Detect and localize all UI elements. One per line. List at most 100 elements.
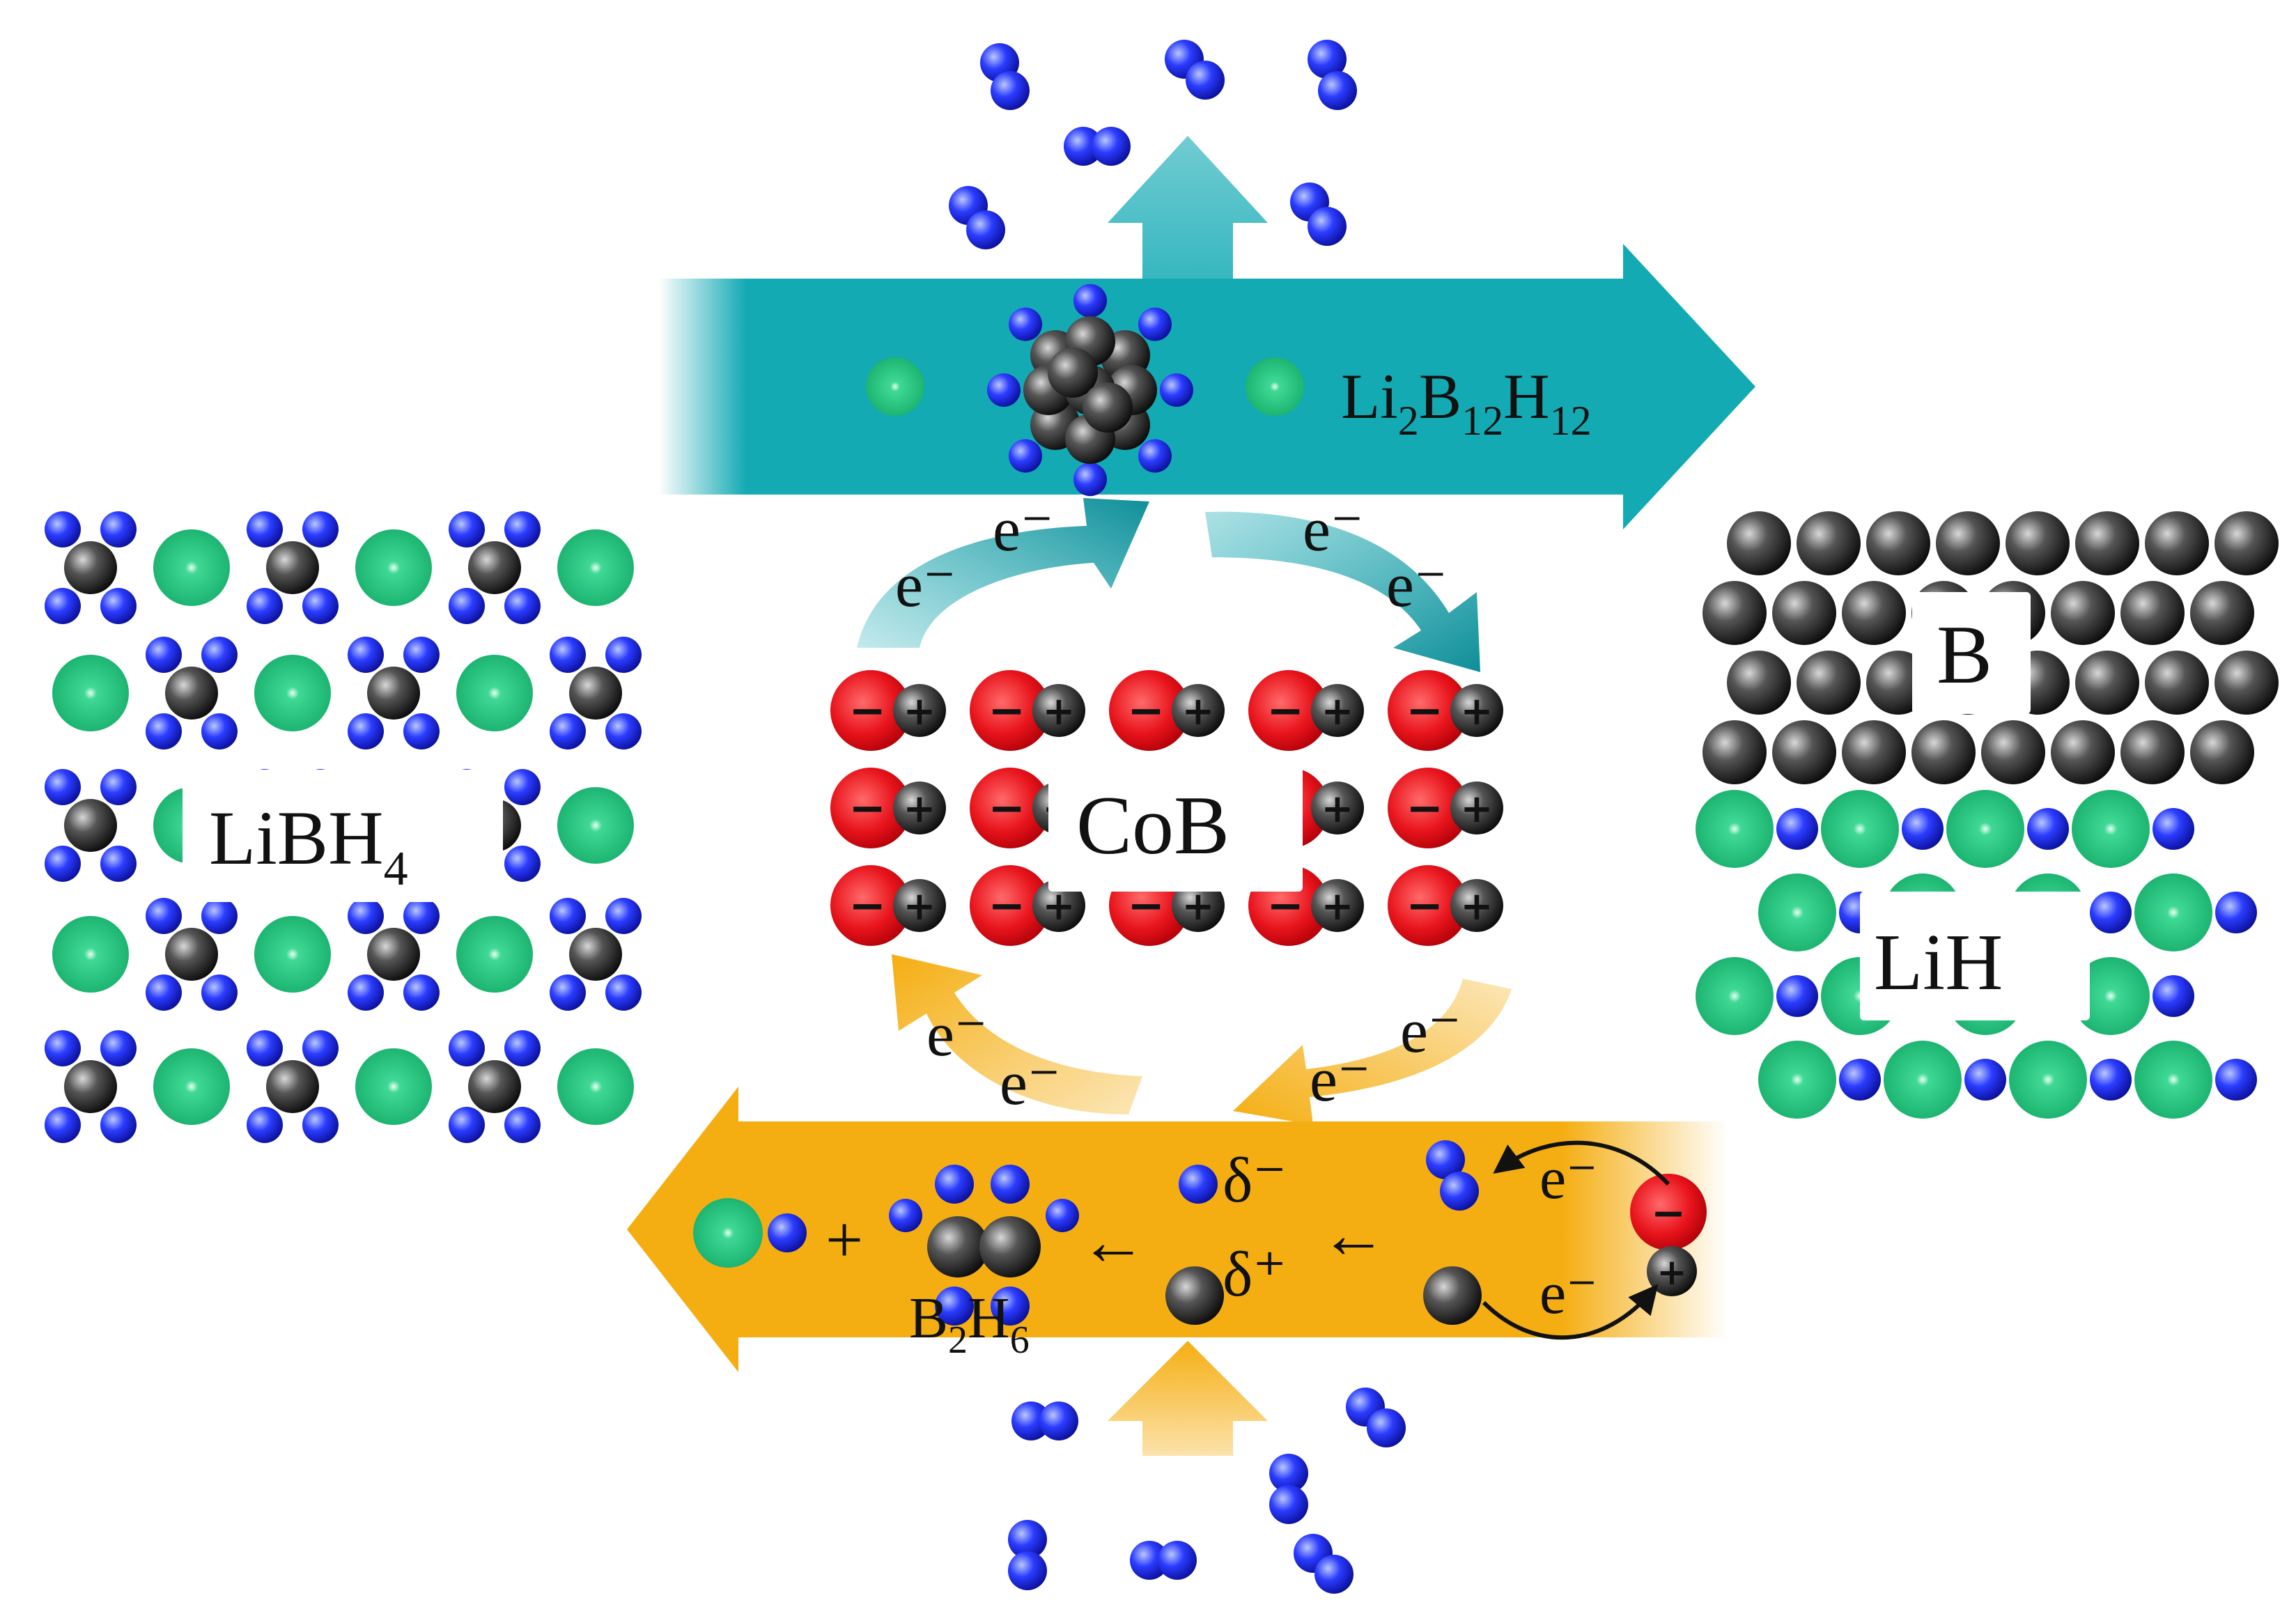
boron-atom-icon <box>1727 651 1791 715</box>
boron-atom-icon <box>2120 720 2185 784</box>
lithium-atom-icon <box>1946 790 2024 868</box>
boron-atom-icon <box>2075 651 2139 715</box>
hydrogen-atom-icon <box>201 637 238 673</box>
hydrogen-atom-icon <box>1046 1199 1079 1232</box>
lithium-atom-icon <box>2134 1041 2212 1119</box>
hydrogen-atom-icon <box>201 713 238 749</box>
lithium-atom-icon <box>557 1048 634 1125</box>
boron-atom-icon <box>266 1060 319 1113</box>
hydrogen-atom-icon <box>100 769 137 805</box>
hydrogen-atom-icon <box>1008 1520 1047 1559</box>
hydrogen-atom-icon <box>550 898 586 934</box>
hydrogen-atom-icon <box>449 511 485 547</box>
hydrogen-atom-icon <box>100 1030 137 1066</box>
boron-atom-icon <box>1647 1246 1697 1296</box>
lithium-atom-icon <box>2009 1041 2087 1119</box>
minus-sign: − <box>988 685 1025 737</box>
hydrogen-atom-icon <box>2027 808 2069 850</box>
hydrogen-atom-icon <box>605 898 642 934</box>
minus-sign: − <box>1127 685 1165 737</box>
boron-atom-icon <box>1048 348 1098 398</box>
lithium-atom-icon <box>693 1198 763 1268</box>
hydrogen-atom-icon <box>504 588 541 624</box>
hydrogen-atom-icon <box>201 898 238 934</box>
boron-atom-icon <box>1702 720 1767 784</box>
electron-label: e⁻ <box>1539 1144 1598 1211</box>
hydrogen-atom-icon <box>146 898 182 934</box>
boron-cation-icon <box>893 879 946 932</box>
electron-label: e⁻ <box>1400 997 1461 1066</box>
hydrogen-atom-icon <box>1964 1059 2006 1101</box>
electron-label: e⁻ <box>895 551 956 620</box>
hydrogen-atom-icon <box>2215 1059 2257 1101</box>
hydrogen-atom-icon <box>550 974 586 1011</box>
hydrogen-atom-icon <box>348 713 384 749</box>
plus-sign-small: + <box>903 786 936 832</box>
delta-plus-label: δ⁺ <box>1223 1238 1287 1310</box>
minus-sign: − <box>1406 685 1443 737</box>
hydrogen-atom-icon <box>2090 892 2132 933</box>
boron-cation-icon <box>1311 782 1364 834</box>
hydrogen-atom-icon <box>1158 1541 1197 1580</box>
hydrogen-atom-icon <box>302 511 339 547</box>
boron-atom-icon <box>1911 720 1976 784</box>
hydrogen-atom-icon <box>1073 463 1107 497</box>
hydrogen-atom-icon <box>768 1213 807 1252</box>
lithium-atom-icon <box>1758 873 1836 951</box>
hydrogen-atom-icon <box>1179 1165 1218 1204</box>
lithium-atom-icon <box>355 1048 432 1125</box>
hydrogen-atom-icon <box>100 588 137 624</box>
lithium-atom-icon <box>1884 1041 1962 1119</box>
hydrogen-atom-icon <box>1318 71 1357 110</box>
hydrogen-atom-icon <box>247 511 283 547</box>
hydrogen-atom-icon <box>550 637 586 673</box>
lithium-atom-icon <box>866 357 924 416</box>
hydrogen-atom-icon <box>2090 1059 2132 1101</box>
minus-sign: − <box>1406 783 1443 834</box>
lithium-atom-icon <box>1246 357 1304 416</box>
plus-sign-small: + <box>1043 689 1076 734</box>
boron-atom-icon <box>2190 581 2254 645</box>
boron-atom-icon <box>2006 511 2070 575</box>
hydrogen-atom-icon <box>1130 1541 1169 1580</box>
boron-atom-icon <box>569 667 622 720</box>
boron-label: B <box>1937 608 1992 701</box>
boron-cation-icon <box>1032 879 1085 932</box>
boron-atom-icon <box>1083 382 1133 433</box>
hydrogen-atom-icon <box>1776 808 1818 850</box>
hydrogen-atom-icon <box>889 1199 922 1232</box>
boron-cation-icon <box>1172 879 1225 932</box>
hydrogen-atom-icon <box>403 898 440 934</box>
lithium-atom-icon <box>1821 790 1899 868</box>
hydrogen-atom-icon <box>146 713 182 749</box>
electron-transfer-arrow <box>1482 1284 1659 1340</box>
boron-cation-icon <box>893 684 946 737</box>
boron-atom-icon <box>2075 511 2139 575</box>
boron-cation-icon <box>1450 879 1503 932</box>
lithium-atom-icon <box>1696 957 1774 1035</box>
hydrogen-atom-icon <box>1008 1551 1047 1590</box>
boron-atom-icon <box>2051 720 2115 784</box>
boron-cation-icon <box>1450 782 1503 834</box>
hydrogen-atom-icon <box>504 511 541 547</box>
hydrogen-atom-icon <box>966 210 1005 249</box>
boron-atom-icon <box>1797 511 1861 575</box>
lithium-atom-icon <box>1758 1041 1836 1119</box>
hydrogen-atom-icon <box>2152 975 2194 1017</box>
lithium-atom-icon <box>2072 957 2150 1035</box>
hydrogen-atom-icon <box>348 974 384 1011</box>
libh4-label: LiBH4 <box>209 795 408 896</box>
boron-atom-icon <box>367 667 420 720</box>
boron-atom-icon <box>2214 511 2279 575</box>
plus-sign-small: + <box>1182 689 1215 734</box>
boron-atom-icon <box>1936 511 2000 575</box>
hydrogen-atom-icon <box>1092 127 1131 166</box>
lih-label: LiH <box>1874 918 2003 1007</box>
minus-sign: − <box>848 783 886 834</box>
lithium-atom-icon <box>2072 790 2150 868</box>
boron-atom-icon <box>1842 720 1906 784</box>
plus-sign: + <box>825 1202 863 1277</box>
electron-label: e⁻ <box>926 1000 987 1069</box>
boron-atom-icon <box>1866 511 1930 575</box>
boron-label-box <box>1912 592 2031 714</box>
